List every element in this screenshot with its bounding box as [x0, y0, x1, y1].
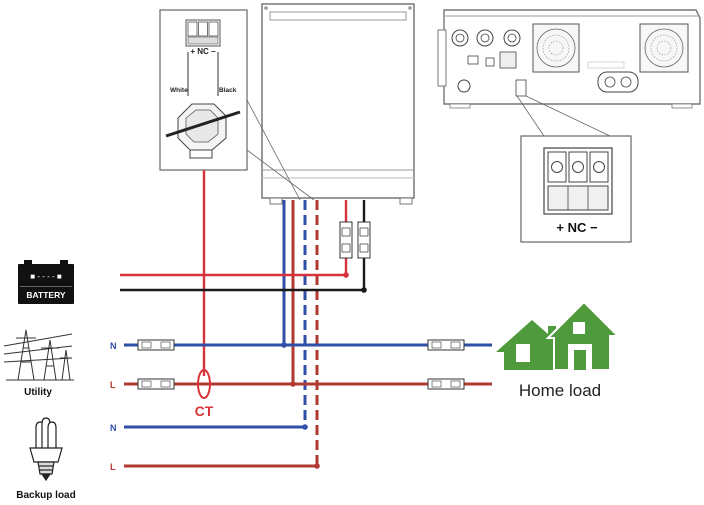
junction-dot: [290, 381, 296, 387]
junction-dot: [281, 342, 287, 348]
ct-wire-white-label: White: [170, 87, 188, 94]
battery-icon: [18, 260, 74, 304]
house-icon: [496, 300, 621, 371]
dc-fuse-positive: [339, 221, 353, 259]
inverter-rear: [437, 9, 701, 109]
ct-wire-black-label: Black: [219, 87, 237, 94]
inverter-front: [261, 3, 415, 205]
home-load-label: Home load: [519, 381, 601, 400]
battery-label: BATTERY: [26, 290, 66, 300]
line-label-n-utility: N: [110, 341, 117, 351]
dc-fuse-negative: [357, 221, 371, 259]
callout-line-left: [516, 95, 545, 137]
ct-label: CT: [195, 403, 214, 419]
utility-neutral-breaker: [137, 339, 175, 351]
callout-line-right: [525, 95, 611, 137]
ct-detail-box: [159, 9, 248, 171]
fan-grille-left: [532, 23, 580, 73]
home-live-breaker: [427, 378, 465, 390]
ct-callout-line-2: [246, 149, 315, 201]
junction-dot: [314, 463, 320, 469]
utility-live-breaker: [137, 378, 175, 390]
junction-dot: [343, 272, 349, 278]
utility-icon: [3, 329, 74, 381]
backup-load-label: Backup load: [16, 490, 75, 501]
line-label-l-utility: L: [110, 380, 116, 390]
junction-dot: [302, 424, 308, 430]
terminal-detail-label: + NC −: [556, 220, 598, 235]
home-neutral-breaker: [427, 339, 465, 351]
ct-clamp-drawing: [165, 103, 241, 159]
ct-terminal-label: + NC −: [190, 47, 216, 56]
battery-terminals: ■ - - - - ■: [30, 272, 62, 281]
line-label-n-backup: N: [110, 423, 117, 433]
terminal-detail-box: [520, 135, 632, 243]
fan-grille-right: [639, 23, 689, 73]
ct-ring: [197, 369, 211, 399]
junction-dot: [361, 287, 367, 293]
line-label-l-backup: L: [110, 462, 116, 472]
utility-label: Utility: [24, 387, 52, 398]
bulb-icon: [29, 417, 63, 482]
